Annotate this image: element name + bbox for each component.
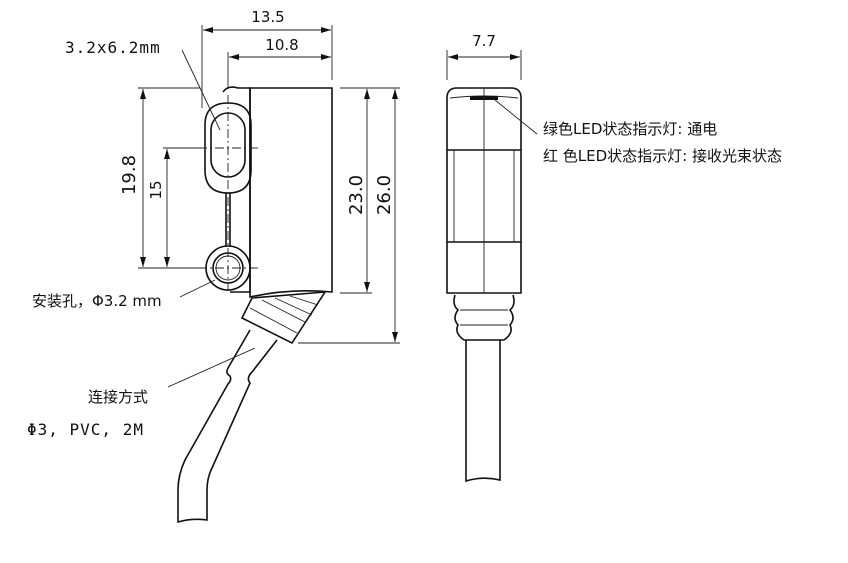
red-led-label: 红 色LED状态指示灯: 接收光束状态 [543,147,782,165]
slot-size-label: 3.2x6.2mm [65,38,161,57]
side-view: 13.5 10.8 19.8 15 23.0 26.0 3.2x6.2mm 安装… [27,8,400,524]
dim-label-19-8: 19.8 [119,155,140,195]
connection-label: 连接方式 [88,388,148,406]
front-cable [465,340,501,483]
dim-label-10-8: 10.8 [265,36,298,54]
side-flange [222,86,251,293]
cable [177,329,278,524]
green-led-label: 绿色LED状态指示灯: 通电 [543,120,717,138]
cable-spec-label: Φ3, PVC, 2M [27,420,144,439]
dim-label-13-5: 13.5 [251,8,284,26]
mounting-hole-label: 安装孔，Φ3.2 mm [32,292,162,310]
dim-label-15: 15 [147,180,165,199]
front-view: 7.7 绿色LED状态指示灯: 通电 红 色LED状态指示灯: 接收光束状态 [446,32,782,483]
side-body [249,87,333,298]
dim-label-26-0: 26.0 [374,175,395,215]
front-body [446,87,522,294]
slot-outer [204,102,252,194]
front-gland [453,294,515,341]
dim-label-7-7: 7.7 [472,32,496,50]
dim-label-23-0: 23.0 [346,175,367,215]
cable-gland [240,291,327,345]
